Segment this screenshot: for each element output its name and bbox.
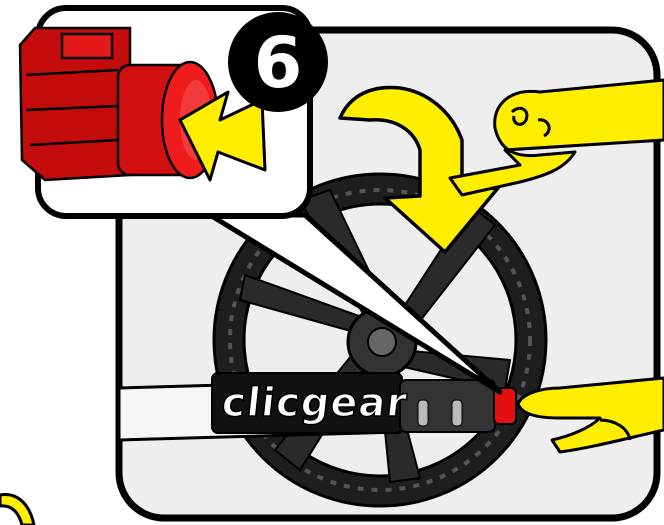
red-cap (494, 388, 516, 424)
brand-label: clicgear (220, 380, 410, 426)
step-badge: 6 (228, 12, 328, 112)
ring-fragment (0, 495, 34, 525)
axle-housing (400, 380, 495, 432)
step-number: 6 (254, 28, 303, 98)
